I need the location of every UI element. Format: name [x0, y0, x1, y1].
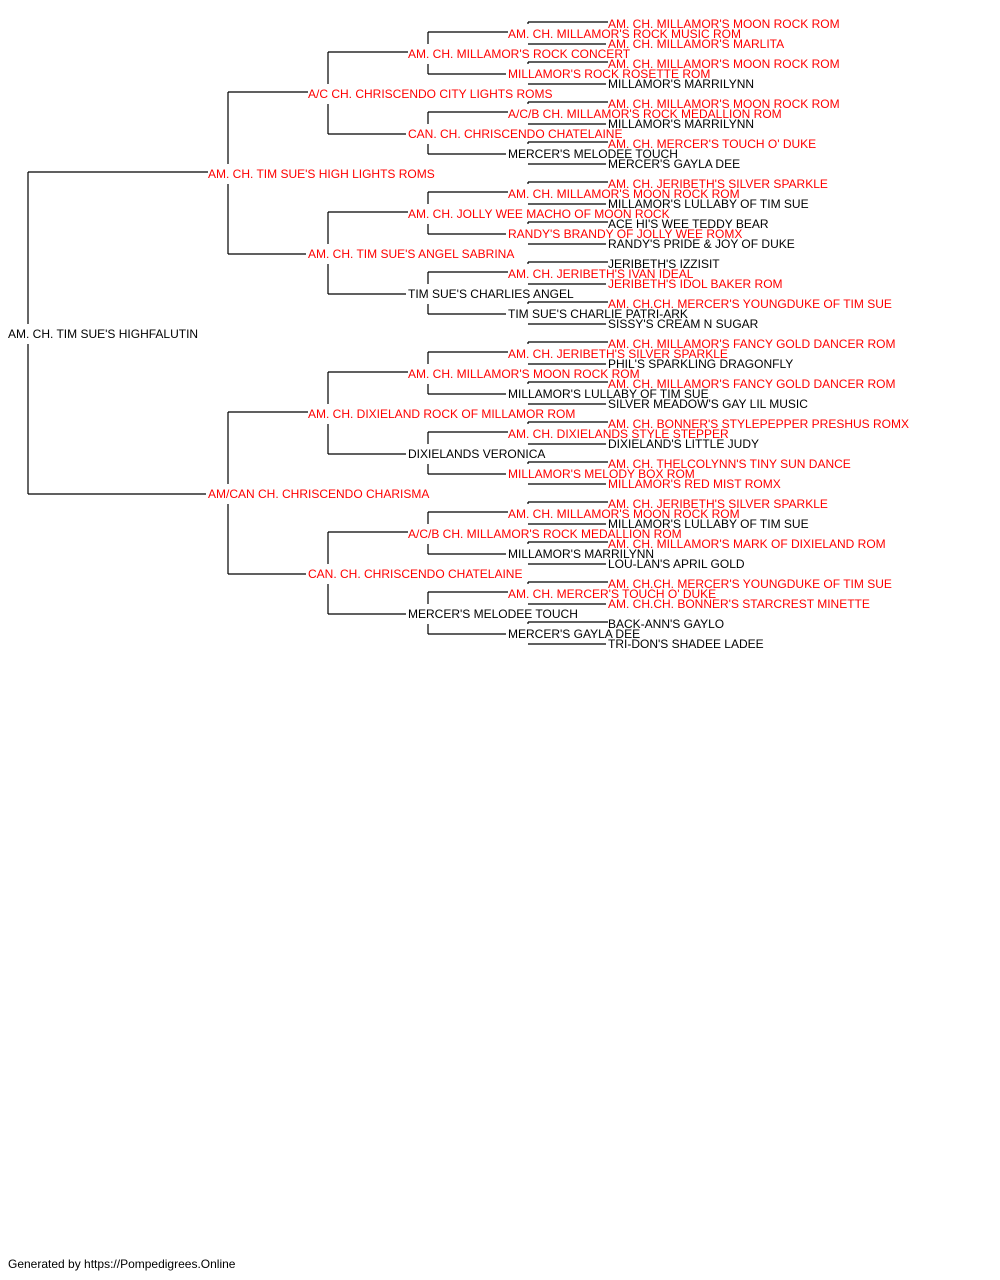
pedigree-name-labels: AM. CH. TIM SUE'S HIGHFALUTIN AM. CH. TIM… — [8, 17, 909, 651]
pedigree-entry-champion: CAN. CH. CHRISCENDO CHATELAINE — [308, 567, 522, 581]
pedigree-entry: MERCER'S MELODEE TOUCH — [408, 607, 578, 621]
pedigree-entry-champion: AM. CH. JERIBETH'S SILVER SPARKLE — [608, 497, 828, 511]
pedigree-entry-champion: AM. CH. JERIBETH'S SILVER SPARKLE — [608, 177, 828, 191]
pedigree-entry-champion: AM. CH. MERCER'S TOUCH O' DUKE — [508, 587, 716, 601]
pedigree-entry: ACE HI'S WEE TEDDY BEAR — [608, 217, 769, 231]
pedigree-entry-champion: AM. CH. MILLAMOR'S FANCY GOLD DANCER ROM — [608, 377, 895, 391]
pedigree-entry-champion: A/C/B CH. MILLAMOR'S ROCK MEDALLION ROM — [508, 107, 782, 121]
pedigree-entry-champion: AM. CH. THELCOLYNN'S TINY SUN DANCE — [608, 457, 851, 471]
pedigree-entry: DIXIELANDS VERONICA — [408, 447, 545, 461]
pedigree-entry-champion: AM. CH. TIM SUE'S HIGH LIGHTS ROMS — [208, 167, 435, 181]
footer-credit: Generated by https://Pompedigrees.Online — [8, 1257, 236, 1271]
pedigree-entry-champion: AM. CH. MILLAMOR'S MOON ROCK ROM — [608, 97, 840, 111]
pedigree-entry-champion: AM. CH. MILLAMOR'S MOON ROCK ROM — [508, 187, 740, 201]
pedigree-entry-champion: AM. CH. TIM SUE'S ANGEL SABRINA — [308, 247, 514, 261]
pedigree-entry-champion: AM. CH.CH. BONNER'S STARCREST MINETTE — [608, 597, 870, 611]
pedigree-entry-champion: AM. CH. MERCER'S TOUCH O' DUKE — [608, 137, 816, 151]
pedigree-entry-champion: AM. CH.CH. MERCER'S YOUNGDUKE OF TIM SUE — [608, 297, 892, 311]
pedigree-entry-champion: AM. CH. JERIBETH'S SILVER SPARKLE — [508, 347, 728, 361]
pedigree-entry-champion: MILLAMOR'S RED MIST ROMX — [608, 477, 781, 491]
pedigree-entry: MERCER'S GAYLA DEE — [508, 627, 640, 641]
pedigree-entry-champion: AM. CH. MILLAMOR'S MARK OF DIXIELAND ROM — [608, 537, 886, 551]
pedigree-entry: MILLAMOR'S MARRILYNN — [508, 547, 654, 561]
pedigree-entry: TIM SUE'S CHARLIE PATRI-ARK — [508, 307, 688, 321]
pedigree-entry: MILLAMOR'S LULLABY OF TIM SUE — [608, 197, 809, 211]
pedigree-entry-champion: AM. CH. JOLLY WEE MACHO OF MOON ROCK — [408, 207, 670, 221]
pedigree-entry-champion: RANDY'S BRANDY OF JOLLY WEE ROMX — [508, 227, 742, 241]
pedigree-entry: MILLAMOR'S MARRILYNN — [608, 117, 754, 131]
pedigree-entry: MERCER'S GAYLA DEE — [608, 157, 740, 171]
pedigree-entry-champion: AM. CH. MILLAMOR'S MOON ROCK ROM — [408, 367, 640, 381]
pedigree-entry-champion: AM. CH. DIXIELANDS STYLE STEPPER — [508, 427, 729, 441]
pedigree-entry-champion: A/C CH. CHRISCENDO CITY LIGHTS ROMS — [308, 87, 552, 101]
pedigree-entry-champion: AM. CH. MILLAMOR'S ROCK MUSIC ROM — [508, 27, 741, 41]
pedigree-entry: MILLAMOR'S LULLABY OF TIM SUE — [508, 387, 709, 401]
pedigree-entry: RANDY'S PRIDE & JOY OF DUKE — [608, 237, 795, 251]
pedigree-entry-champion: AM. CH. MILLAMOR'S MOON ROCK ROM — [508, 507, 740, 521]
pedigree-entry: TIM SUE'S CHARLIES ANGEL — [408, 287, 574, 301]
pedigree-entry-champion: AM. CH. MILLAMOR'S ROCK CONCERT — [408, 47, 631, 61]
pedigree-entry: TRI-DON'S SHADEE LADEE — [608, 637, 764, 651]
pedigree-entry-champion: AM. CH. MILLAMOR'S FANCY GOLD DANCER ROM — [608, 337, 895, 351]
pedigree-entry: JERIBETH'S IZZISIT — [608, 257, 720, 271]
pedigree-entry-champion: MILLAMOR'S ROCK ROSETTE ROM — [508, 67, 710, 81]
pedigree-entry-champion: AM/CAN CH. CHRISCENDO CHARISMA — [208, 487, 429, 501]
pedigree-entry-champion: AM. CH.CH. MERCER'S YOUNGDUKE OF TIM SUE — [608, 577, 892, 591]
pedigree-entry: PHIL'S SPARKLING DRAGONFLY — [608, 357, 793, 371]
pedigree-entry-champion: AM. CH. DIXIELAND ROCK OF MILLAMOR ROM — [308, 407, 575, 421]
pedigree-entry: MILLAMOR'S MARRILYNN — [608, 77, 754, 91]
pedigree-entry-champion: AM. CH. MILLAMOR'S MOON ROCK ROM — [608, 57, 840, 71]
pedigree-entry-champion: AM. CH. MILLAMOR'S MARLITA — [608, 37, 784, 51]
pedigree-entry-champion: AM. CH. BONNER'S STYLEPEPPER PRESHUS ROM… — [608, 417, 909, 431]
pedigree-connector-lines — [27, 21, 608, 645]
pedigree-entry: BACK-ANN'S GAYLO — [608, 617, 724, 631]
pedigree-entry: SILVER MEADOW'S GAY LIL MUSIC — [608, 397, 808, 411]
pedigree-entry: LOU-LAN'S APRIL GOLD — [608, 557, 745, 571]
pedigree-entry: AM. CH. TIM SUE'S HIGHFALUTIN — [8, 327, 198, 341]
pedigree-entry-champion: CAN. CH. CHRISCENDO CHATELAINE — [408, 127, 622, 141]
pedigree-entry-champion: A/C/B CH. MILLAMOR'S ROCK MEDALLION ROM — [408, 527, 682, 541]
pedigree-entry-champion: MILLAMOR'S MELODY BOX ROM — [508, 467, 695, 481]
pedigree-entry: DIXIELAND'S LITTLE JUDY — [608, 437, 759, 451]
pedigree-entry: SISSY'S CREAM N SUGAR — [608, 317, 759, 331]
pedigree-entry-champion: AM. CH. MILLAMOR'S MOON ROCK ROM — [608, 17, 840, 31]
pedigree-entry-champion: AM. CH. JERIBETH'S IVAN IDEAL — [508, 267, 694, 281]
pedigree-entry: MILLAMOR'S LULLABY OF TIM SUE — [608, 517, 809, 531]
pedigree-entry-champion: JERIBETH'S IDOL BAKER ROM — [608, 277, 783, 291]
pedigree-entry: MERCER'S MELODEE TOUCH — [508, 147, 678, 161]
